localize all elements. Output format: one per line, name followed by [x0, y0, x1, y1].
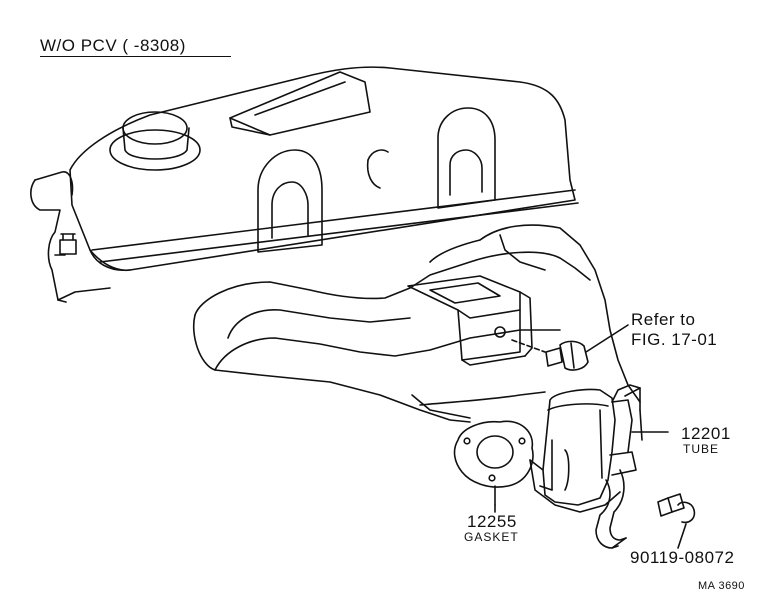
- gasket-12255: [455, 421, 533, 505]
- title-underline: [40, 56, 231, 57]
- manifold: [31, 172, 640, 422]
- bolt-90119-08072: [658, 494, 694, 548]
- page-title: W/O PCV ( -8308): [40, 36, 186, 55]
- tube-part-number: 12201: [681, 424, 731, 443]
- bolt-part-number: 90119-08072: [630, 548, 735, 567]
- fig-reference-label: FIG. 17-01: [631, 330, 718, 349]
- diagram-code: MA 3690: [698, 580, 745, 592]
- gasket-part-number: 12255: [467, 512, 517, 531]
- refer-to-label: Refer to: [631, 310, 696, 329]
- cylinder-head-cover: [70, 67, 578, 270]
- tube-part-name: TUBE: [683, 442, 720, 456]
- tube-12201: [530, 385, 668, 548]
- bolt-fig-17-01: [546, 325, 628, 370]
- gasket-part-name: GASKET: [464, 530, 519, 544]
